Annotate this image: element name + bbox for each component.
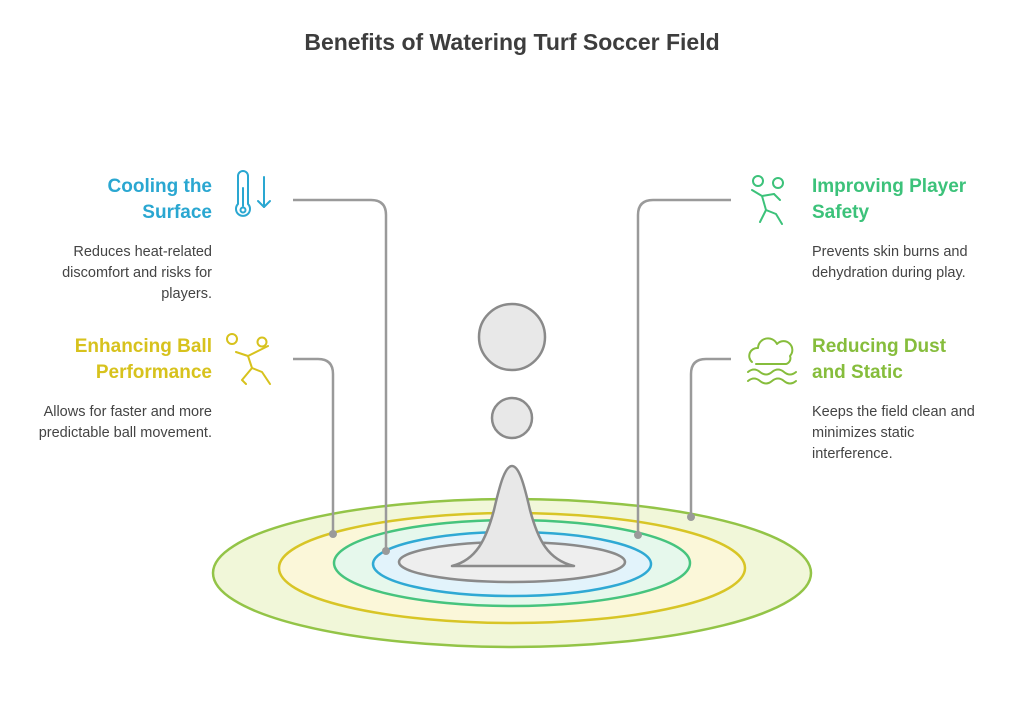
desc-safety: Prevents skin burns and dehydration duri…: [812, 244, 968, 281]
desc-ball: Allows for faster and more predictable b…: [38, 404, 212, 441]
heading-safety: Improving Player Safety: [812, 176, 967, 223]
desc-cooling: Reduces heat-related discomfort and risk…: [62, 244, 212, 302]
heading-dust: Reducing Dust and Static: [812, 336, 947, 383]
ripple-rings: [211, 497, 813, 649]
player-running-icon: [751, 175, 784, 225]
connector-dust: [689, 357, 731, 516]
water-drop-large: [477, 302, 547, 372]
connector-dot-ball: [329, 530, 337, 538]
connector-dot-cooling: [382, 547, 390, 555]
connector-dot-dust: [687, 513, 695, 521]
connector-dot-safety: [634, 531, 642, 539]
thermometer-down-icon: [235, 170, 271, 217]
heading-ball: Enhancing Ball Performance: [74, 336, 212, 383]
water-drop-small: [490, 396, 534, 440]
page-title: Benefits of Watering Turf Soccer Field: [304, 29, 720, 55]
heading-cooling: Cooling the Surface: [107, 176, 212, 223]
desc-dust: Keeps the field clean and minimizes stat…: [812, 404, 975, 462]
connectors: [293, 198, 731, 550]
connector-ball: [293, 357, 335, 533]
cloud-wind-icon: [747, 337, 797, 385]
player-ball-icon: [226, 333, 271, 385]
connector-safety: [636, 198, 731, 534]
water-splash-peak: [450, 464, 576, 568]
connector-cooling: [293, 198, 388, 550]
